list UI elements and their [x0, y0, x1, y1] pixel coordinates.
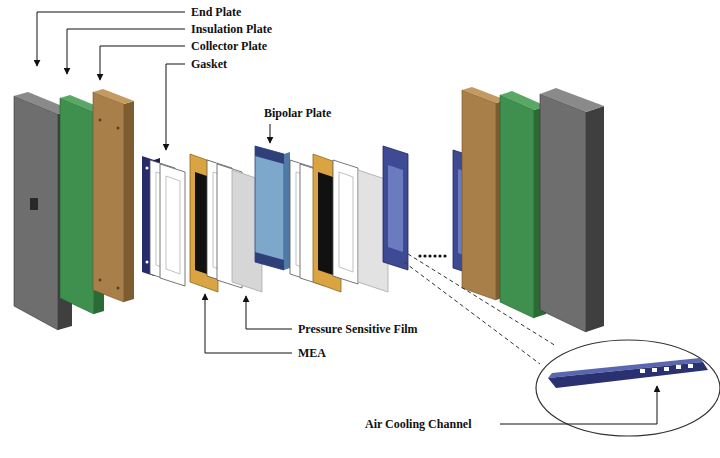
part-label: MEA: [298, 346, 326, 360]
part-label: Air Cooling Channel: [365, 417, 471, 431]
part-label: Gasket: [191, 57, 227, 71]
part-label: Pressure Sensitive Film: [298, 322, 418, 336]
part-label: Bipolar Plate: [264, 106, 331, 120]
part-label: Insulation Plate: [191, 22, 272, 36]
part-label: End Plate: [191, 5, 241, 19]
part-label: Collector Plate: [191, 39, 267, 53]
